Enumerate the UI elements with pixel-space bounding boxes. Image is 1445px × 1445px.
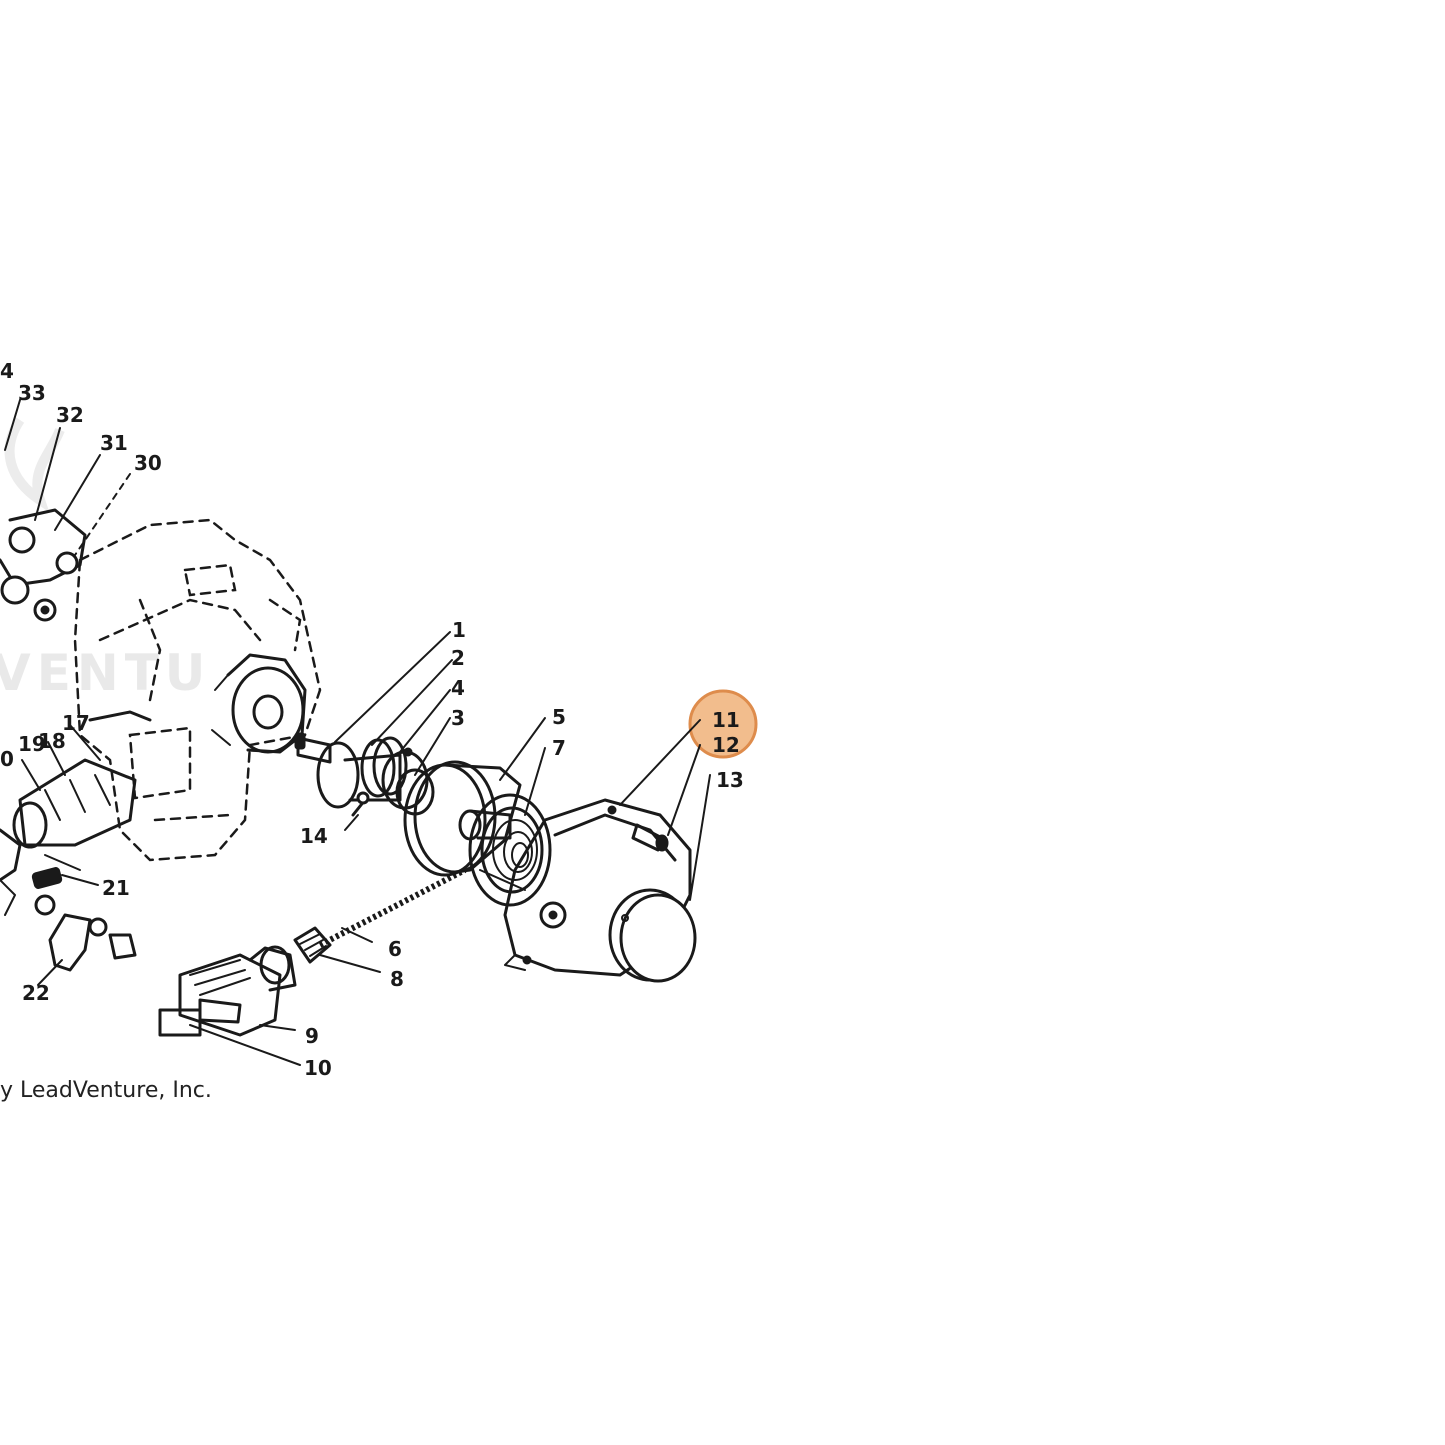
- part-13-housing: [503, 798, 697, 983]
- callout-32: 32: [56, 403, 84, 427]
- part-18-body: [0, 758, 137, 882]
- part-14-washer: [316, 741, 402, 817]
- callout-2: 2: [451, 646, 465, 670]
- part-1-bolt: [294, 732, 332, 764]
- callout-31: 31: [100, 431, 128, 455]
- callout-19: 19: [18, 732, 46, 756]
- highlight-callout-11-12[interactable]: [688, 689, 758, 759]
- part-22-bracket: [0, 879, 137, 972]
- callout-1: 1: [452, 618, 466, 642]
- part-6-rope: [318, 867, 467, 948]
- part-10-insert: [158, 998, 242, 1037]
- part-7-spring: [468, 793, 552, 907]
- part-11-bolt: [631, 823, 669, 852]
- leader-lines: [4, 399, 711, 1066]
- part-9-handle: [178, 945, 297, 1037]
- watermark-text: VENTU: [0, 644, 211, 702]
- callout-20: 0: [0, 747, 14, 771]
- callout-12: 12: [712, 733, 740, 757]
- callout-9: 9: [305, 1024, 319, 1048]
- callout-33: 33: [18, 381, 46, 405]
- callout-4: 4: [451, 676, 465, 700]
- part-8-stopper: [293, 926, 332, 964]
- callout-7: 7: [552, 736, 566, 760]
- callout-34: 4: [0, 359, 14, 383]
- part-32-bracket: [0, 508, 87, 622]
- copyright-text: y LeadVenture, Inc.: [0, 1078, 212, 1103]
- callout-10: 10: [304, 1056, 332, 1080]
- part-21-bolt: [31, 867, 63, 916]
- callout-22: 22: [22, 981, 50, 1005]
- callout-5: 5: [552, 705, 566, 729]
- callout-14: 14: [300, 824, 328, 848]
- callout-6: 6: [388, 937, 402, 961]
- callout-11: 11: [712, 708, 740, 732]
- callout-13: 13: [716, 768, 744, 792]
- callout-21: 21: [102, 876, 130, 900]
- callout-8: 8: [390, 967, 404, 991]
- callout-17: 17: [62, 711, 90, 735]
- callout-30: 30: [134, 451, 162, 475]
- callout-3: 3: [451, 706, 465, 730]
- watermark-logo: [4, 417, 65, 513]
- callout-numbers: 1 2 3 4 5 6 7 8 9 10 11 12 13 14 17 18 1…: [0, 359, 744, 1080]
- part-5-pulley: [403, 760, 522, 877]
- callout-18: 18: [38, 729, 66, 753]
- engine-block: [73, 518, 322, 862]
